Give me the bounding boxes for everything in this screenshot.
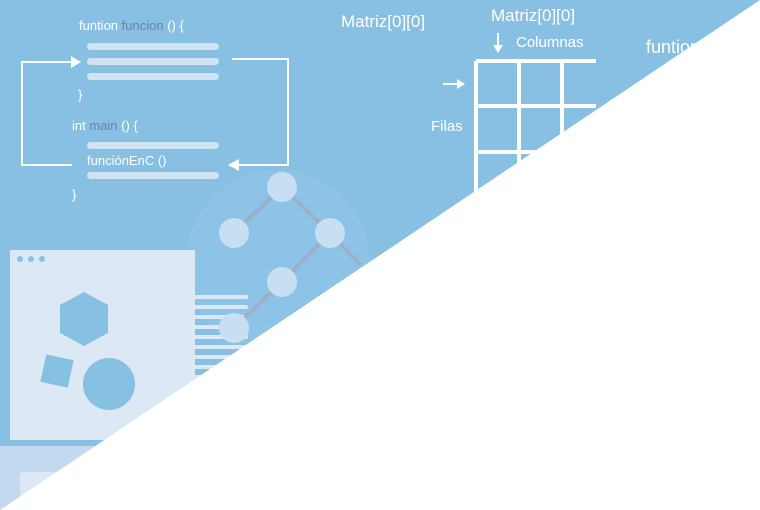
window-dot-icon [28,256,34,262]
code-lines [87,43,219,179]
code-line [87,58,219,65]
arrow-head-icon [228,159,239,171]
code-line [87,73,219,80]
function-declaration: funtion funcion () { [79,18,184,33]
graph-node [267,267,297,297]
arrow-head-icon [493,45,503,53]
function-close-brace: } [78,87,83,102]
window-dot-icon [17,256,23,262]
graph-node [219,313,249,343]
matrix-arrows [443,33,503,89]
graph-node [267,172,297,202]
code-line [87,172,219,179]
function-signature-suffix: () { [167,18,184,33]
rows-label: Filas [431,118,463,135]
function-type-word: funtion [79,18,119,33]
circle-icon [83,358,135,410]
code-line [87,43,219,50]
graph-nodes [219,172,345,343]
matrix-title-top: Matriz[0][0] [491,6,576,25]
main-close-brace: } [72,187,77,202]
window-dot-icon [39,256,45,262]
hexagon-icon [60,292,108,346]
code-line [87,142,219,149]
main-name-word: main [89,118,118,133]
arrow-head-icon [457,79,465,89]
graph-node [219,218,249,248]
function-name-word: funcion [121,18,164,33]
flow-arrows [21,56,289,171]
square-icon [40,354,74,388]
loop-arrow-right [232,58,289,166]
main-type-word: int [72,118,86,133]
columns-label: Columnas [516,34,584,51]
function-call-line: funciónEnC () [87,153,167,168]
graph-node [315,218,345,248]
matrix-title-left: Matriz[0][0] [341,12,426,31]
arrow-head-icon [71,56,81,68]
loop-arrow-left [21,61,78,166]
main-signature-suffix: () { [121,118,138,133]
main-declaration: int main () { [72,118,138,133]
